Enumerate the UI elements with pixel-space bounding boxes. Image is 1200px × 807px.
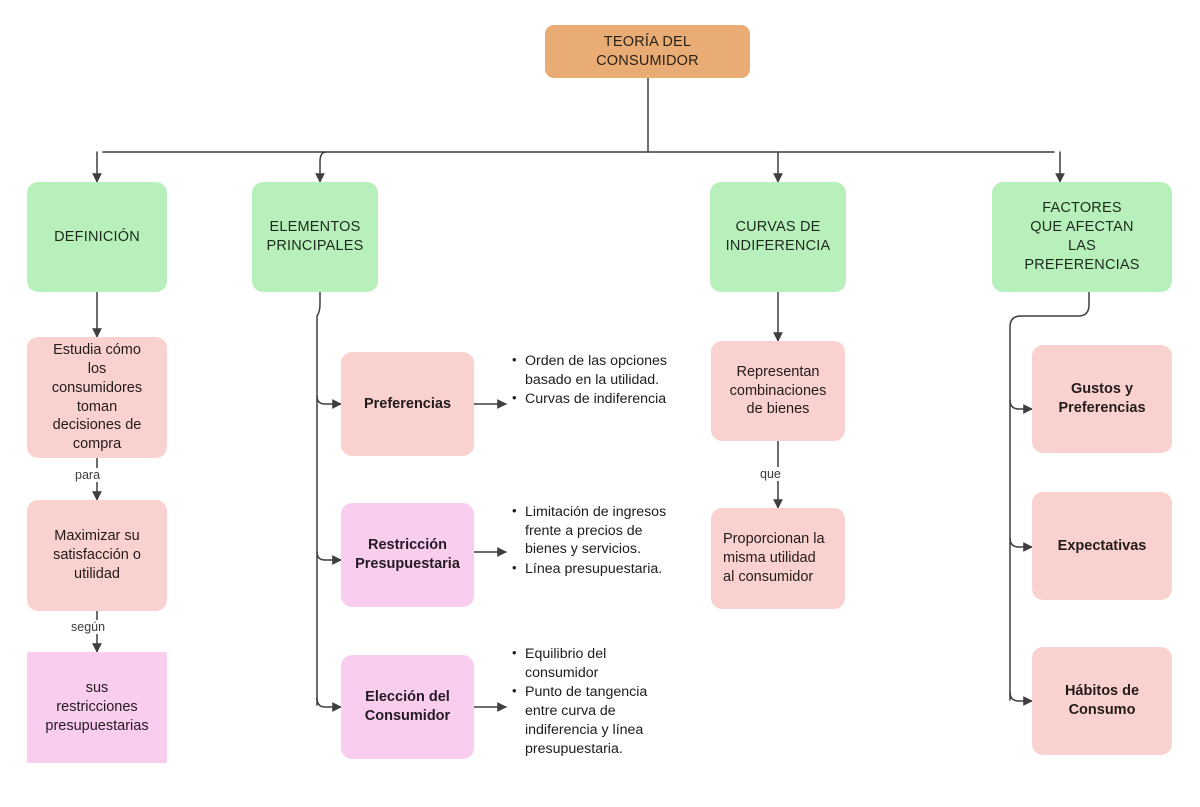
bullets-restriccion-presupuestaria: Limitación de ingresos frente a precios … [512, 502, 682, 580]
edge-label-que: que [757, 467, 784, 481]
node-habitos-de-consumo-label: Hábitos de Consumo [1064, 683, 1140, 718]
node-proporcionan-la-misma-utilidad[interactable]: Proporcionan la misma utilidad al consum… [711, 508, 845, 609]
branch-node-factores-que-afectan-las-preferencias[interactable]: FACTORES QUE AFECTAN LAS PREFERENCIAS [992, 182, 1172, 292]
node-restriccion-presupuestaria-label: Restricción Presupuestaria [355, 537, 460, 572]
node-representan-combinaciones-de-bienes[interactable]: Representan combinaciones de bienes [711, 341, 845, 441]
node-estudia-como-los-consumidores[interactable]: Estudia cómo los consumidores toman deci… [27, 337, 167, 458]
edge-factores-to-habitos [1009, 691, 1033, 706]
bullet-item: Punto de tangencia entre curva de indife… [512, 682, 682, 758]
node-habitos-de-consumo[interactable]: Hábitos de Consumo [1032, 647, 1172, 755]
bullet-item: Equilibrio del consumidor [512, 644, 682, 682]
edge-factores-to-gustos [1009, 399, 1033, 414]
node-expectativas-label: Expectativas [1057, 537, 1147, 554]
edge-label-para: para [72, 468, 104, 482]
branch-node-curvas-de-indiferencia[interactable]: CURVAS DE INDIFERENCIA [710, 182, 846, 292]
branch-node-definicion[interactable]: DEFINICIÓN [27, 182, 167, 292]
root-node-teoria-del-consumidor[interactable]: TEORÍA DEL CONSUMIDOR [545, 25, 750, 78]
node-preferencias[interactable]: Preferencias [341, 352, 474, 456]
branch-node-curvas-de-indiferencia-label: CURVAS DE INDIFERENCIA [725, 219, 831, 254]
node-proporcionan-label: Proporcionan la misma utilidad al consum… [723, 531, 825, 585]
edge-elementos-to-restriccion [316, 551, 342, 565]
node-eleccion-del-consumidor-label: Elección del Consumidor [364, 689, 451, 724]
bullet-item: Curvas de indiferencia [512, 389, 672, 409]
edge-elementos-to-preferencias [316, 395, 342, 409]
bullets-preferencias: Orden de las opciones basado en la utili… [512, 351, 672, 410]
bullet-item: Línea presupuestaria. [512, 559, 682, 579]
node-expectativas[interactable]: Expectativas [1032, 492, 1172, 600]
branch-node-elementos-principales[interactable]: ELEMENTOS PRINCIPALES [252, 182, 378, 292]
edge-bus-to-elementos [315, 151, 327, 183]
bullets-eleccion-del-consumidor: Equilibrio del consumidor Punto de tange… [512, 644, 682, 759]
branch-node-factores-label: FACTORES QUE AFECTAN LAS PREFERENCIAS [1024, 200, 1140, 273]
node-representan-label: Representan combinaciones de bienes [729, 363, 827, 418]
branch-node-elementos-principales-label: ELEMENTOS PRINCIPALES [266, 219, 364, 254]
edge-factores-to-expectativas [1009, 537, 1033, 552]
node-eleccion-del-consumidor[interactable]: Elección del Consumidor [341, 655, 474, 759]
bullet-item: Orden de las opciones basado en la utili… [512, 351, 672, 389]
branch-node-definicion-label: DEFINICIÓN [54, 228, 140, 245]
node-maximizar-label: Maximizar su satisfacción o utilidad [53, 528, 141, 582]
edge-elementos-to-eleccion [316, 697, 342, 712]
node-gustos-y-preferencias-label: Gustos y Preferencias [1058, 381, 1146, 416]
edge-label-segun: según [68, 620, 109, 634]
node-gustos-y-preferencias[interactable]: Gustos y Preferencias [1032, 345, 1172, 453]
node-restriccion-presupuestaria[interactable]: Restricción Presupuestaria [341, 503, 474, 607]
node-restricciones-label: sus restricciones presupuestarias [45, 680, 149, 734]
edge-elementos-trunk [316, 291, 321, 706]
node-sus-restricciones-presupuestarias[interactable]: sus restricciones presupuestarias [27, 652, 167, 763]
node-maximizar-satisfaccion[interactable]: Maximizar su satisfacción o utilidad [27, 500, 167, 611]
bullet-item: Limitación de ingresos frente a precios … [512, 502, 682, 559]
node-preferencias-label: Preferencias [363, 395, 452, 412]
root-node-label: TEORÍA DEL CONSUMIDOR [596, 33, 699, 69]
node-estudia-label: Estudia cómo los consumidores toman deci… [51, 341, 143, 453]
